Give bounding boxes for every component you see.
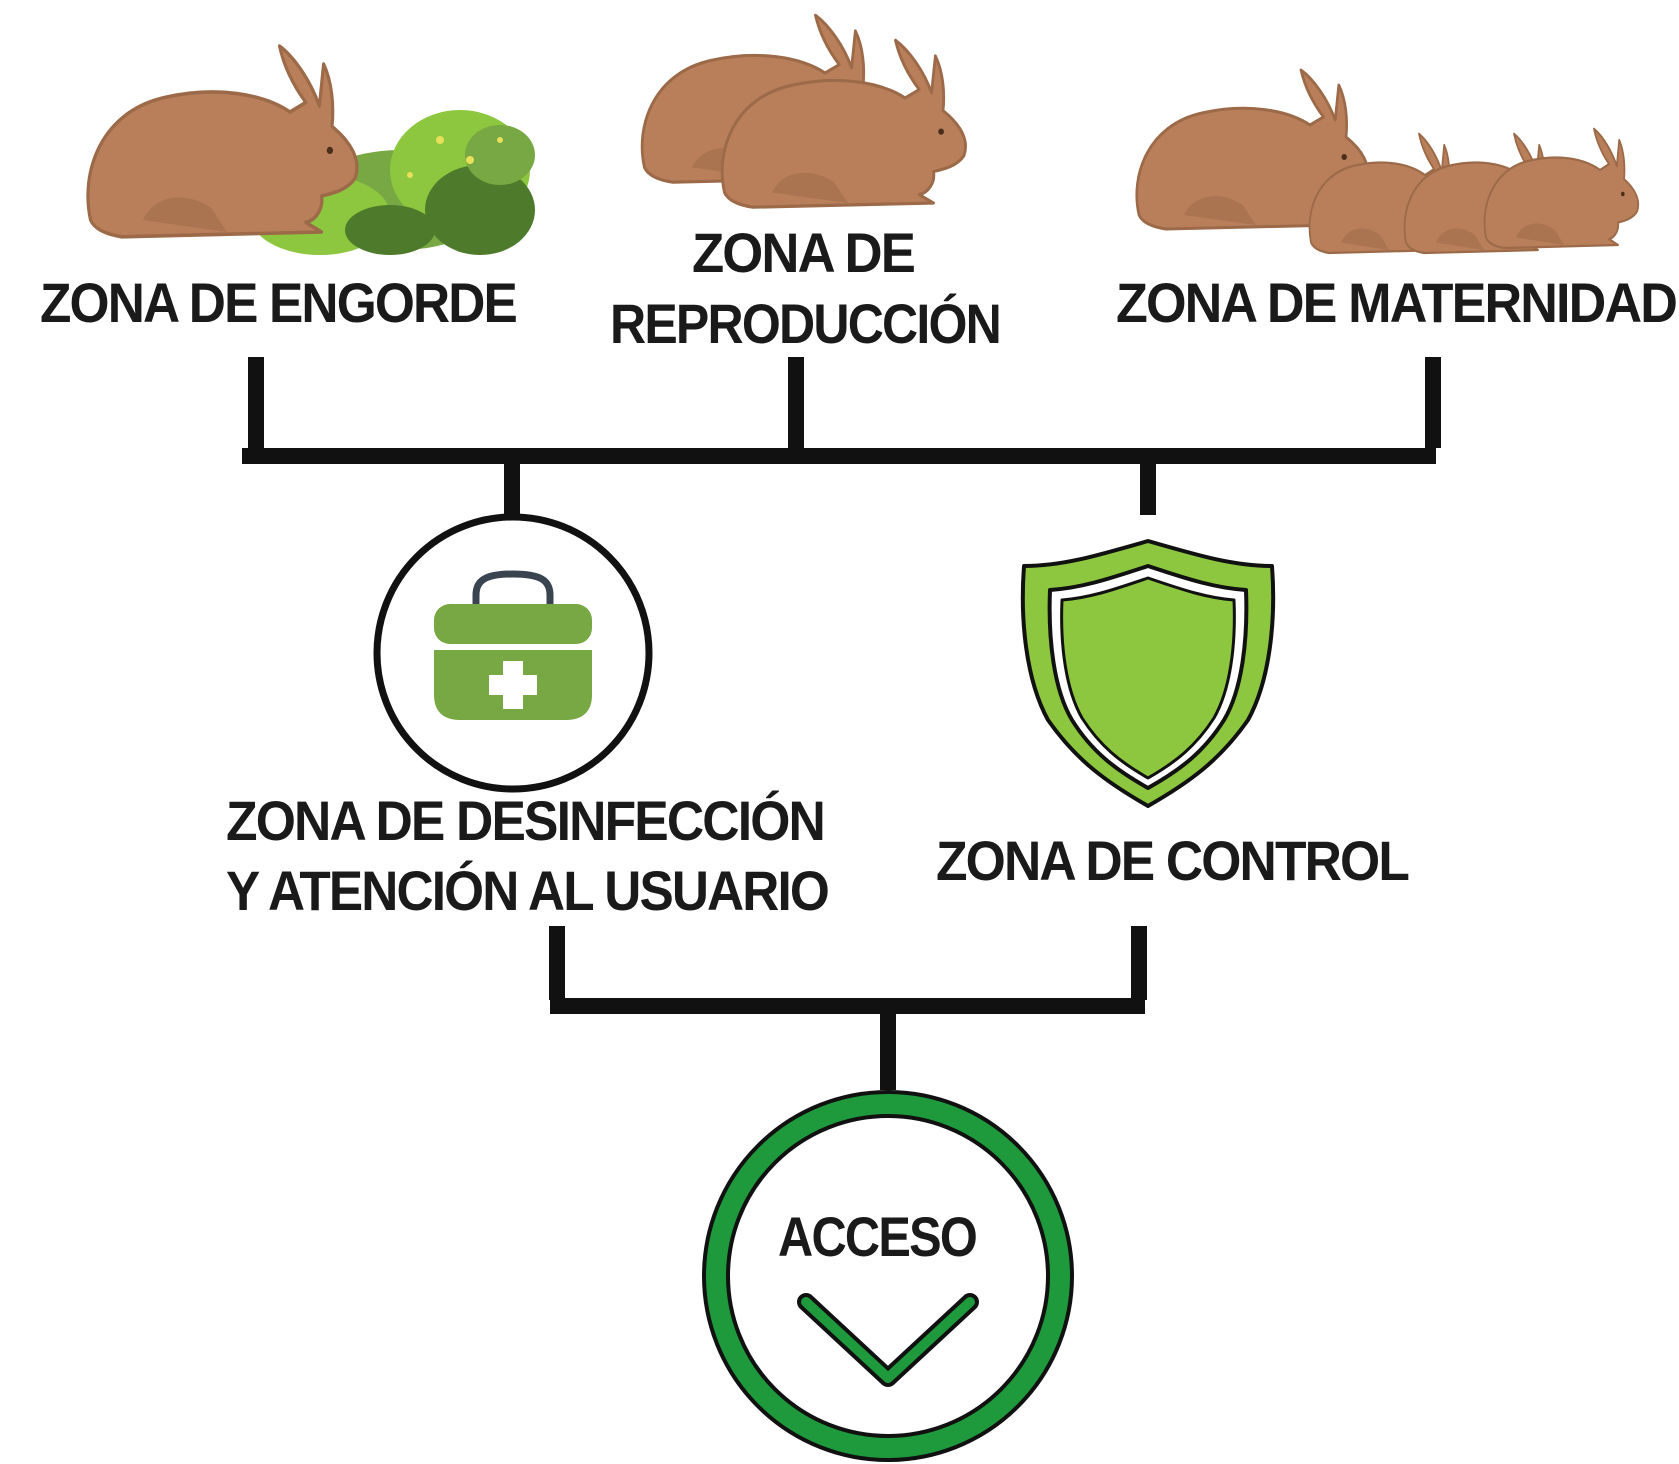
bush-icon — [250, 110, 535, 255]
chevron-down-icon — [797, 1293, 979, 1387]
two-rabbits-icon — [640, 13, 968, 209]
zone-reproduccion-label-line2: REPRODUCCIÓN — [610, 292, 1000, 355]
access-label: ACCESO — [778, 1205, 976, 1268]
access-node[interactable]: ACCESO — [702, 1090, 1074, 1462]
zone-reproduccion-label-line1: ZONA DE — [692, 221, 915, 284]
zone-desinfeccion-label-line2: Y ATENCIÓN AL USUARIO — [226, 859, 828, 922]
zone-control-label: ZONA DE CONTROL — [936, 829, 1409, 892]
shield-icon — [1020, 539, 1276, 808]
rabbit-family-icon — [1135, 68, 1640, 255]
top-connector — [242, 357, 1441, 515]
zone-engorde-label: ZONA DE ENGORDE — [40, 271, 517, 334]
first-aid-kit-icon — [434, 570, 592, 720]
zone-desinfeccion-label-line1: ZONA DE DESINFECCIÓN — [226, 789, 824, 852]
bottom-connector — [549, 926, 1147, 1090]
rabbit-with-bush-icon — [86, 44, 535, 255]
zone-maternidad-label: ZONA DE MATERNIDAD — [1116, 271, 1677, 334]
